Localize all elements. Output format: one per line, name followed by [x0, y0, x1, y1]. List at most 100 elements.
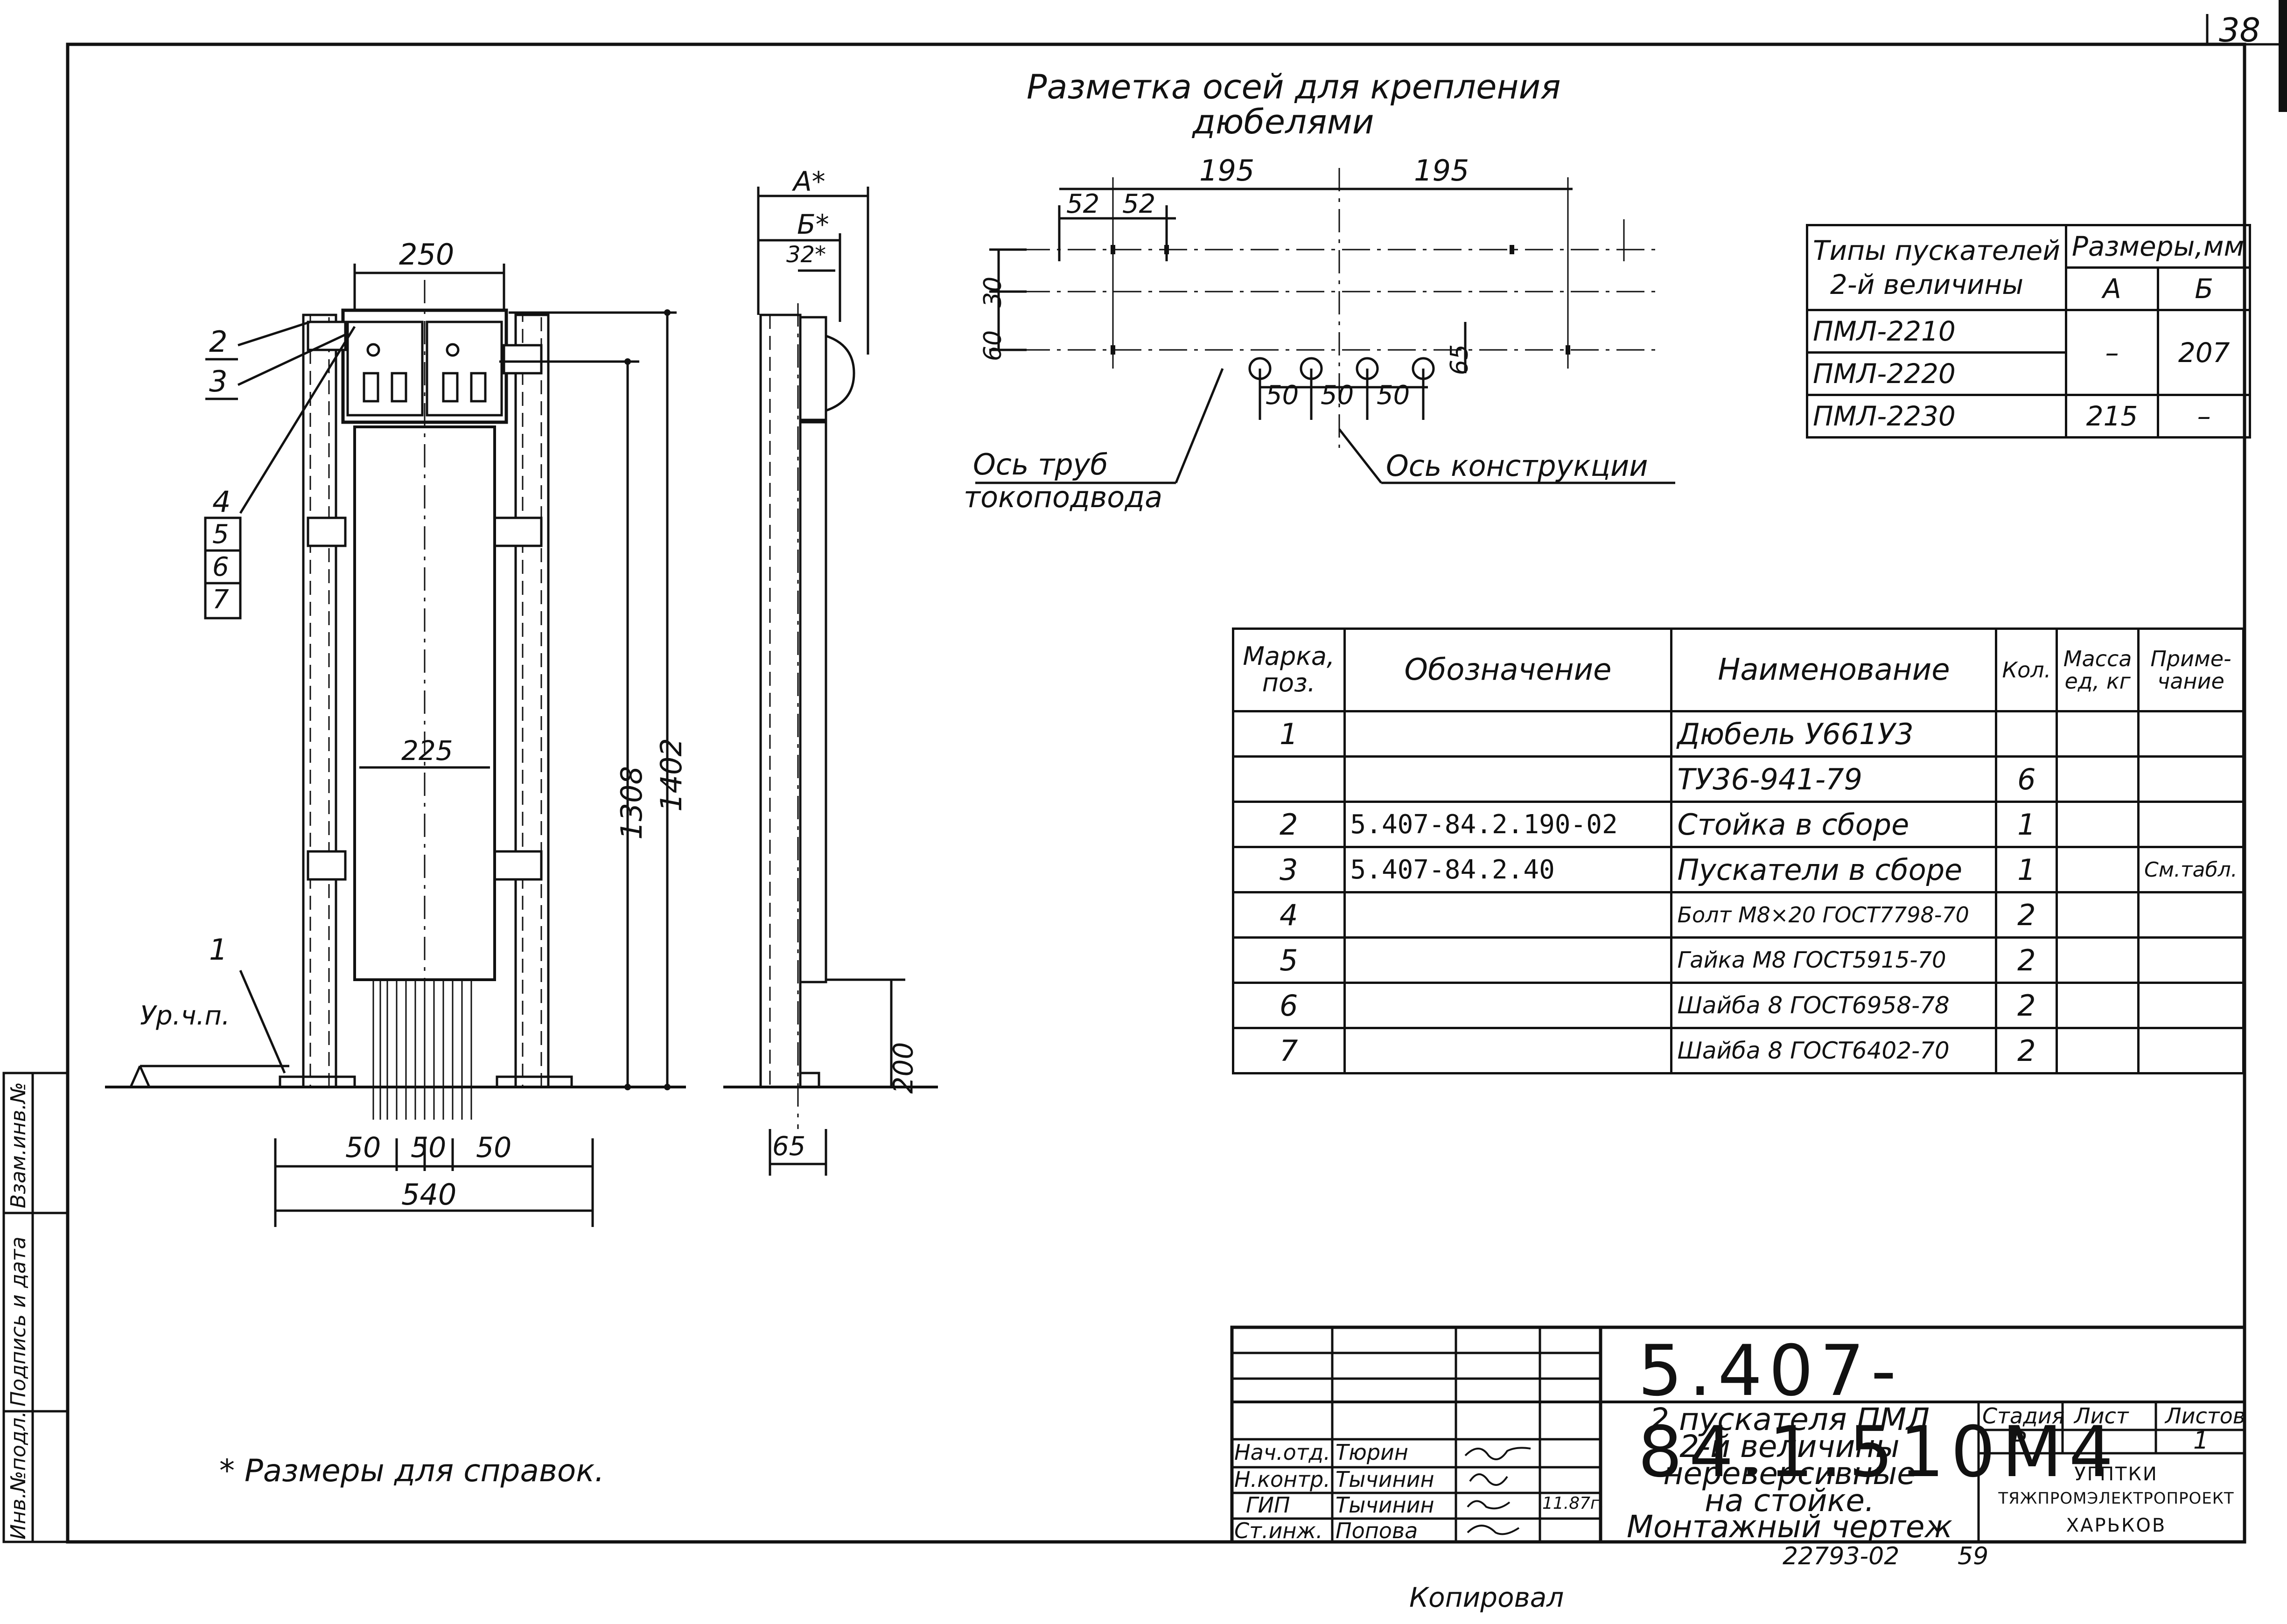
- callout-4: 4: [212, 485, 231, 519]
- spec-mass: [2056, 936, 2140, 984]
- spec-pos: 6: [1232, 982, 1346, 1029]
- table-row: 5 Гайка М8 ГОСТ5915-70 2: [1232, 936, 2245, 984]
- spec-header-designation: Обозначение: [1343, 627, 1673, 712]
- table-row: ТУ36-941-79 6: [1232, 755, 2245, 803]
- stage-label: Стадия: [1982, 1403, 2065, 1429]
- spec-qty: [1995, 710, 2058, 758]
- spec-name: ТУ36-941-79: [1670, 755, 1998, 803]
- spec-designation: 5.407-84.2.190-02: [1343, 801, 1673, 848]
- dim-1308: 1308: [614, 766, 649, 840]
- spec-header-mass: Масса ед, кг: [2056, 627, 2140, 712]
- stamp-title-1: 2 пускателя ПМЛ: [1650, 1401, 1930, 1437]
- callout-3: 3: [209, 364, 228, 398]
- table-row: 2 5.407-84.2.190-02 Стойка в сборе 1: [1232, 801, 2245, 848]
- signatures: [1464, 1447, 1531, 1535]
- stage-value: Р: [2011, 1427, 2026, 1455]
- spec-name: Пускатели в сборе: [1670, 846, 1998, 893]
- sheets-value: 1: [2193, 1427, 2209, 1455]
- spec-pos: 4: [1232, 891, 1346, 939]
- spec-name: Шайба 8 ГОСТ6958-78: [1670, 982, 1998, 1029]
- axes-markup: [975, 168, 1675, 484]
- margin-label-sign: Подпись и дата: [7, 1236, 30, 1407]
- spec-pos: 5: [1232, 936, 1346, 984]
- types-row-B: –: [2157, 394, 2252, 439]
- margin-label-inv: Инв.№подл.: [7, 1411, 30, 1540]
- role-3: ГИП: [1246, 1492, 1290, 1518]
- callout-2: 2: [209, 325, 228, 359]
- dim-32: 32*: [786, 242, 826, 268]
- spec-qty: 2: [1995, 936, 2058, 984]
- dim-50-a: 50: [1266, 380, 1299, 411]
- dim-195-left: 195: [1199, 153, 1255, 188]
- spec-designation: [1343, 936, 1673, 984]
- spec-note: [2137, 936, 2245, 984]
- spec-name: Шайба 8 ГОСТ6402-70: [1670, 1027, 1998, 1074]
- table-row: 6 Шайба 8 ГОСТ6958-78 2: [1232, 982, 2245, 1029]
- spec-designation: [1343, 982, 1673, 1029]
- stamp-title-5: Монтажный чертеж: [1627, 1509, 1952, 1545]
- dim-52-right: 52: [1122, 189, 1156, 219]
- spec-name: Стойка в сборе: [1670, 801, 1998, 848]
- dim-B: Б*: [797, 209, 829, 240]
- role-2: Н.контр.: [1234, 1467, 1330, 1492]
- spec-pos: 3: [1232, 846, 1346, 893]
- table-row: 3 5.407-84.2.40 Пускатели в сборе 1 См.т…: [1232, 846, 2245, 893]
- spec-designation: 5.407-84.2.40: [1343, 846, 1673, 893]
- stamp-title-4: на стойке.: [1704, 1483, 1875, 1519]
- sheet-label: Лист: [2074, 1403, 2129, 1429]
- callout-1: 1: [209, 933, 228, 967]
- spec-pos: 7: [1232, 1027, 1346, 1074]
- starter-types-table: Типы пускателей 2-й величины Размеры,мм …: [1806, 224, 2252, 439]
- dim-195-right: 195: [1414, 153, 1469, 188]
- spec-mass: [2056, 891, 2140, 939]
- dim-50-b: 50: [1321, 380, 1354, 411]
- spec-name: Дюбель У661У3: [1670, 710, 1998, 758]
- spec-mass: [2056, 1027, 2140, 1074]
- types-header-B: Б: [2157, 266, 2252, 311]
- document-code: 5.407-84.1.510М4: [1638, 1331, 2120, 1493]
- types-row-type: ПМЛ-2210: [1806, 309, 2067, 354]
- dim-200: 200: [887, 1042, 919, 1094]
- margin-label-replace: Взам.инв.№: [7, 1082, 30, 1208]
- types-header-A: А: [2064, 266, 2160, 311]
- dim-30: 30: [979, 276, 1007, 308]
- org-line1: УГПТКИ: [2074, 1464, 2158, 1485]
- spec-pos: 2: [1232, 801, 1346, 848]
- dim-50-left: 50: [345, 1131, 381, 1164]
- spec-note: [2137, 801, 2245, 848]
- spec-header-qty: Кол.: [1995, 627, 2058, 712]
- person-3: Тычинин: [1336, 1492, 1434, 1518]
- sheet-number: 38: [2219, 11, 2261, 49]
- spec-pos: [1232, 755, 1346, 803]
- table-row: 4 Болт М8×20 ГОСТ7798-70 2: [1232, 891, 2245, 939]
- axis-pipes-line2: токоподвода: [964, 480, 1163, 514]
- dim-52-left: 52: [1066, 189, 1100, 219]
- types-header-line1: Типы пускателей: [1813, 235, 2060, 266]
- spec-designation: [1343, 891, 1673, 939]
- spec-note: [2137, 891, 2245, 939]
- title-block: [1230, 1325, 2246, 1544]
- archive-page: 59: [1958, 1542, 1989, 1570]
- footnote: * Размеры для справок.: [219, 1453, 605, 1489]
- spec-mass: [2056, 801, 2140, 848]
- spec-pos: 1: [1232, 710, 1346, 758]
- axis-pipes-line1: Ось труб: [973, 447, 1108, 481]
- dim-A: А*: [793, 166, 825, 197]
- spec-mass: [2056, 982, 2140, 1029]
- person-4: Попова: [1336, 1518, 1418, 1543]
- spec-designation: [1343, 1027, 1673, 1074]
- edge-stripe: [2279, 0, 2287, 112]
- archive-number: 22793-02: [1783, 1542, 1900, 1570]
- table-row: 7 Шайба 8 ГОСТ6402-70 2: [1232, 1027, 2245, 1074]
- sheets-label: Листов: [2165, 1403, 2245, 1429]
- margin-stamp: [2, 1072, 69, 1543]
- axis-construction: Ось конструкции: [1386, 449, 1648, 483]
- org-line2: ТЯЖПРОМЭЛЕКТРОПРОЕКТ: [1998, 1489, 2234, 1508]
- spec-qty: 2: [1995, 891, 2058, 939]
- person-1: Тюрин: [1336, 1440, 1408, 1465]
- spec-note: [2137, 710, 2245, 758]
- types-row-type: ПМЛ-2220: [1806, 351, 2067, 396]
- callout-5: 5: [212, 519, 229, 550]
- dim-65-side: 65: [772, 1131, 806, 1162]
- types-header-line2: 2-й величины: [1830, 268, 2024, 300]
